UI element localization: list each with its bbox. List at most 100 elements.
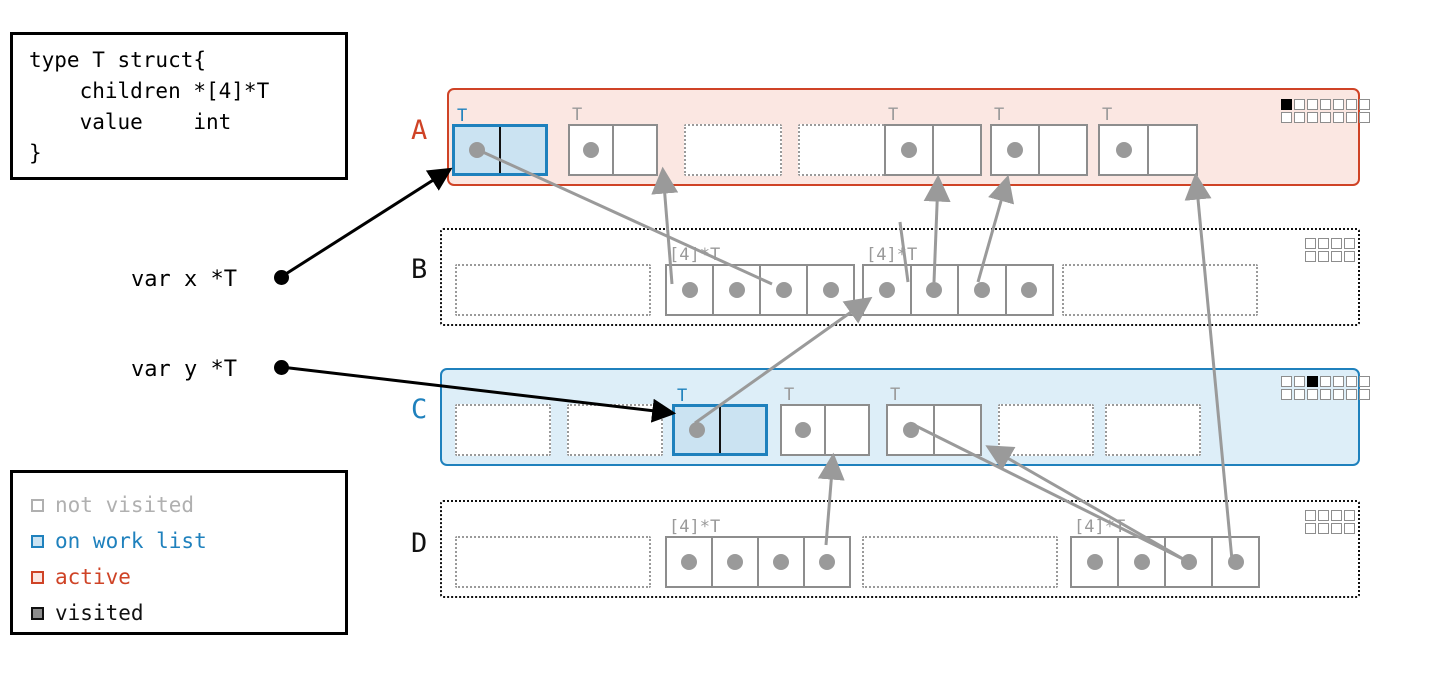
legend-item-not-visited: not visited bbox=[31, 487, 345, 523]
object-cell bbox=[864, 266, 910, 314]
object-d-1[interactable]: [4]*T bbox=[665, 518, 851, 588]
bitmap-cell bbox=[1333, 389, 1344, 400]
object-c-4[interactable]: T bbox=[886, 386, 982, 456]
object-a-5[interactable]: T bbox=[990, 106, 1088, 176]
pointer-dot bbox=[583, 142, 599, 158]
pointer-dot bbox=[1180, 554, 1197, 570]
bitmap-cell bbox=[1320, 99, 1331, 110]
object-cell bbox=[455, 127, 499, 173]
bitmap-cell bbox=[1344, 251, 1355, 262]
bitmap-cell bbox=[1331, 251, 1342, 262]
free-slot-c-1[interactable] bbox=[567, 404, 663, 456]
free-slot-d-0[interactable] bbox=[455, 536, 651, 588]
object-c-2[interactable]: T bbox=[672, 387, 768, 456]
object-b-1[interactable]: [4]*T bbox=[665, 246, 855, 316]
object-cell bbox=[686, 126, 780, 174]
pointer-dot bbox=[973, 282, 990, 298]
object-a-0[interactable]: T bbox=[452, 107, 548, 176]
object-cell bbox=[1164, 538, 1211, 586]
bitmap-cell bbox=[1359, 376, 1370, 387]
object-d-3[interactable]: [4]*T bbox=[1070, 518, 1260, 588]
bitmap-cell bbox=[1359, 112, 1370, 123]
legend-label-not-visited: not visited bbox=[55, 493, 195, 517]
bitmap-cell bbox=[1294, 112, 1305, 123]
bitmap-cell bbox=[1318, 510, 1329, 521]
object-cell bbox=[759, 266, 806, 314]
object-a-6[interactable]: T bbox=[1098, 106, 1198, 176]
free-slot-b-0[interactable] bbox=[455, 264, 651, 316]
object-cell bbox=[719, 407, 765, 453]
pointer-dot bbox=[926, 282, 943, 298]
object-cell bbox=[992, 126, 1038, 174]
object-type-label: [4]*T bbox=[669, 517, 721, 537]
span-letter-b: B bbox=[411, 254, 428, 285]
legend-item-visited: visited bbox=[31, 595, 345, 631]
bitmap-cell bbox=[1333, 99, 1344, 110]
object-cell bbox=[888, 406, 933, 454]
bitmap-cell bbox=[1294, 99, 1305, 110]
bitmap-cell bbox=[1307, 389, 1318, 400]
bitmap-cell bbox=[1305, 523, 1316, 534]
object-cell bbox=[864, 538, 1056, 586]
bitmap-row bbox=[1305, 238, 1355, 249]
bitmap-cell-set bbox=[1281, 99, 1292, 110]
pointer-dot bbox=[795, 422, 811, 438]
object-cell bbox=[1211, 538, 1258, 586]
object-b-2[interactable]: [4]*T bbox=[862, 246, 1054, 316]
span-bitmap-c bbox=[1281, 376, 1370, 400]
object-cell bbox=[667, 266, 712, 314]
pointer-dot bbox=[819, 554, 835, 570]
free-slot-a-3[interactable] bbox=[798, 124, 896, 176]
pointer-dot bbox=[1227, 554, 1244, 570]
object-type-label: T bbox=[572, 105, 583, 125]
bitmap-cell bbox=[1346, 112, 1357, 123]
free-slot-c-5[interactable] bbox=[998, 404, 1094, 456]
object-cell bbox=[712, 266, 759, 314]
bitmap-cell-set bbox=[1307, 376, 1318, 387]
legend-swatch-visited bbox=[31, 606, 44, 620]
pointer-dot bbox=[901, 142, 917, 158]
object-cell bbox=[667, 538, 711, 586]
object-cell bbox=[499, 127, 545, 173]
bitmap-cell bbox=[1307, 99, 1318, 110]
object-cell bbox=[800, 126, 894, 174]
free-slot-b-3[interactable] bbox=[1062, 264, 1258, 316]
object-c-3[interactable]: T bbox=[780, 386, 870, 456]
legend-item-active: active bbox=[31, 559, 345, 595]
free-slot-a-2[interactable] bbox=[684, 124, 782, 176]
pointer-dot bbox=[727, 554, 743, 570]
free-slot-c-0[interactable] bbox=[455, 404, 551, 456]
bitmap-cell bbox=[1344, 510, 1355, 521]
object-cell bbox=[1100, 126, 1147, 174]
object-a-1[interactable]: T bbox=[568, 106, 658, 176]
pointer-dot bbox=[689, 422, 705, 438]
object-cell bbox=[886, 126, 932, 174]
legend-item-on-work-list: on work list bbox=[31, 523, 345, 559]
object-cell bbox=[1064, 266, 1256, 314]
span-bitmap-a bbox=[1281, 99, 1370, 123]
span-letter-d: D bbox=[411, 528, 428, 559]
object-cell bbox=[711, 538, 757, 586]
object-a-4[interactable]: T bbox=[884, 106, 982, 176]
bitmap-cell bbox=[1281, 112, 1292, 123]
free-slot-d-2[interactable] bbox=[862, 536, 1058, 588]
pointer-dot bbox=[878, 282, 895, 298]
type-definition-box: type T struct{ children *[4]*T value int… bbox=[10, 32, 348, 180]
type-definition-code: type T struct{ children *[4]*T value int… bbox=[29, 48, 270, 165]
bitmap-cell bbox=[1294, 389, 1305, 400]
bitmap-cell bbox=[1307, 112, 1318, 123]
object-cell bbox=[457, 406, 549, 454]
pointer-dot bbox=[1115, 142, 1132, 158]
bitmap-cell bbox=[1318, 251, 1329, 262]
object-cell bbox=[806, 266, 853, 314]
object-type-label: [4]*T bbox=[866, 245, 918, 265]
free-slot-c-6[interactable] bbox=[1105, 404, 1201, 456]
span-letter-a: A bbox=[411, 115, 428, 146]
bitmap-cell bbox=[1320, 389, 1331, 400]
pointer-dot bbox=[1007, 142, 1023, 158]
object-cell bbox=[909, 266, 958, 314]
bitmap-cell bbox=[1359, 99, 1370, 110]
bitmap-cell bbox=[1320, 112, 1331, 123]
object-cell bbox=[932, 126, 980, 174]
object-cell bbox=[824, 406, 868, 454]
